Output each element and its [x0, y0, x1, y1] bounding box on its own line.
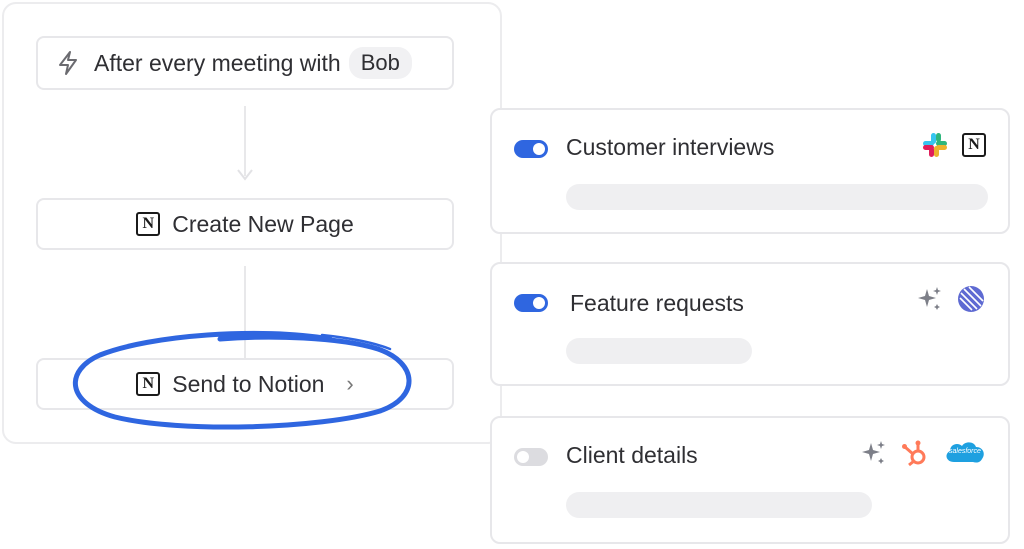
- trigger-label: After every meeting with: [94, 49, 341, 76]
- content-placeholder-bar: [566, 338, 752, 364]
- send-to-notion-step[interactable]: N Send to Notion ›: [36, 358, 454, 410]
- notion-icon: N: [136, 372, 161, 396]
- notion-icon: N: [136, 212, 161, 236]
- card-title: Client details: [566, 442, 698, 468]
- trigger-step[interactable]: After every meeting with Bob: [36, 36, 454, 90]
- enable-toggle[interactable]: [514, 294, 548, 312]
- sparkle-icon: [860, 439, 888, 467]
- connector-line: [244, 106, 246, 176]
- salesforce-wordmark: salesforce: [949, 448, 981, 455]
- feature-requests-card[interactable]: Feature requests: [490, 262, 1010, 386]
- salesforce-icon: salesforce: [942, 438, 986, 468]
- content-placeholder-bar: [566, 184, 988, 210]
- enable-toggle[interactable]: [514, 448, 548, 466]
- notion-icon: N: [962, 133, 986, 157]
- create-page-step[interactable]: N Create New Page: [36, 198, 454, 250]
- arrow-down-icon: [237, 169, 253, 181]
- content-placeholder-bar: [566, 492, 872, 518]
- enable-toggle[interactable]: [514, 140, 548, 158]
- sparkle-icon: [916, 285, 944, 313]
- card-title: Customer interviews: [566, 134, 775, 160]
- lightning-icon: [56, 50, 80, 76]
- connector-line: [244, 266, 246, 358]
- hubspot-icon: [900, 438, 930, 468]
- chevron-right-icon: ›: [346, 371, 354, 396]
- card-title: Feature requests: [570, 290, 744, 316]
- linear-icon: [956, 284, 986, 314]
- slack-icon: [920, 130, 950, 160]
- client-details-card[interactable]: Client details salesforce: [490, 416, 1010, 544]
- send-to-notion-label: Send to Notion: [172, 370, 325, 397]
- participant-chip[interactable]: Bob: [348, 47, 412, 79]
- create-page-label: Create New Page: [172, 210, 354, 237]
- customer-interviews-card[interactable]: Customer interviews N: [490, 108, 1010, 234]
